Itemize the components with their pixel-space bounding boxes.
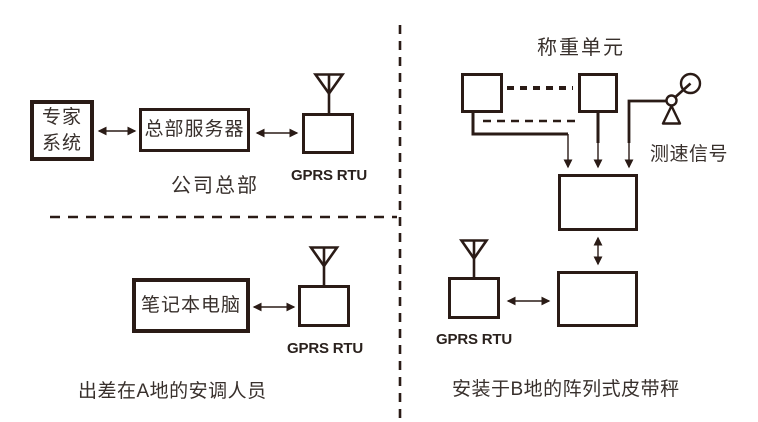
speed-signal-label: 测速信号 bbox=[650, 144, 729, 165]
wire-speed-sensor-elbow bbox=[627, 99, 666, 143]
field-gprs-rtu-label: GPRS RTU bbox=[287, 340, 363, 357]
speed-sensor-icon bbox=[661, 72, 702, 125]
scale-gprs-rtu-box bbox=[448, 277, 500, 319]
laptop-label: 笔记本电脑 bbox=[140, 294, 241, 316]
hq-caption: 公司总部 bbox=[171, 175, 259, 197]
expert-system-label: 专家系统 bbox=[41, 106, 82, 154]
hq-server-label: 总部服务器 bbox=[144, 119, 245, 141]
antenna-icon-hq bbox=[312, 73, 346, 113]
scale-controller-box bbox=[557, 271, 638, 327]
scale-gprs-rtu-label: GPRS RTU bbox=[436, 331, 512, 348]
weighing-unit-box-2 bbox=[578, 73, 618, 113]
field-gprs-rtu-box bbox=[298, 285, 350, 327]
antenna-icon-field bbox=[308, 246, 340, 285]
weighing-unit-box-1 bbox=[461, 73, 503, 113]
antenna-icon-scale bbox=[459, 239, 489, 277]
signal-collector-box bbox=[558, 174, 638, 231]
scale-caption: 安装于B地的阵列式皮带秤 bbox=[452, 379, 680, 400]
hq-server-box: 总部服务器 bbox=[139, 108, 250, 152]
weighing-unit-title: 称重单元 bbox=[537, 37, 625, 59]
wire-unit1-elbow bbox=[471, 113, 568, 136]
hq-gprs-rtu-label: GPRS RTU bbox=[291, 167, 367, 184]
field-caption: 出差在A地的安调人员 bbox=[78, 381, 267, 402]
expert-system-box: 专家系统 bbox=[30, 100, 94, 161]
laptop-box: 笔记本电脑 bbox=[132, 278, 250, 333]
hq-gprs-rtu-box bbox=[302, 113, 354, 154]
